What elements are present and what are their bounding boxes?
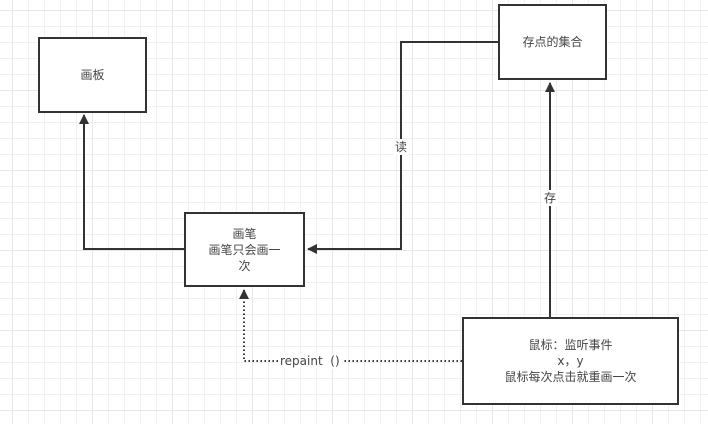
edge-label-store: 存 [542, 190, 559, 206]
node-brush-line-2: 画笔只会画一 [208, 242, 281, 257]
node-brush-line-1: 画笔 [232, 226, 257, 241]
node-mouse[interactable]: 鼠标：监听事件 x，y 鼠标每次点击就重画一次 [462, 317, 679, 405]
node-point-collection-label: 存点的集合 [522, 35, 583, 49]
node-mouse-line-3: 鼠标每次点击就重画一次 [504, 370, 637, 384]
edge-brush-to-canvas [79, 114, 184, 250]
edge-mouse-to-brush [239, 289, 462, 362]
node-point-collection[interactable]: 存点的集合 [498, 4, 607, 80]
edge-label-repaint: repaint () [278, 353, 342, 369]
node-brush-line-3: 次 [238, 258, 251, 273]
node-canvas[interactable]: 画板 [38, 37, 147, 113]
edge-label-read: 读 [393, 139, 410, 155]
node-brush[interactable]: 画笔 画笔只会画一 次 [184, 212, 305, 287]
node-canvas-label: 画板 [80, 68, 105, 82]
node-mouse-line-2: x，y [557, 354, 584, 368]
node-mouse-line-1: 鼠标：监听事件 [528, 338, 613, 352]
